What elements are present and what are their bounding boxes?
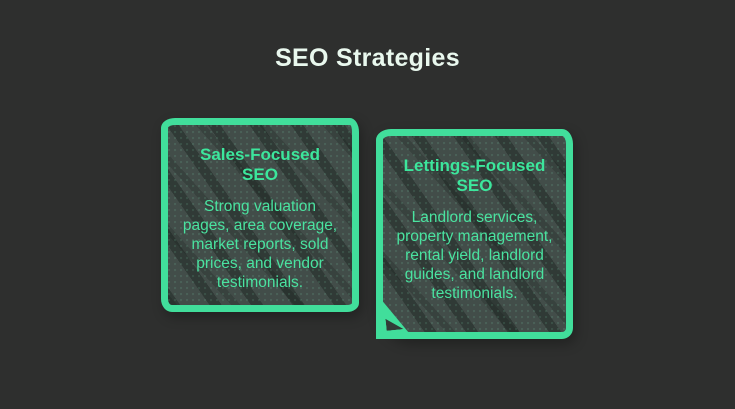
card-heading: Sales-Focused SEO [200,145,320,185]
card-body-text: Landlord services, property management, … [396,209,553,303]
page-title: SEO Strategies [275,44,460,72]
card-content: Sales-Focused SEO Strong valuation pages… [168,125,352,306]
card-body-text: Strong valuation pages, area coverage, m… [182,198,338,292]
page-curl-notch [385,317,403,331]
sales-focused-seo-card: Sales-Focused SEO Strong valuation pages… [161,118,359,312]
card-content: Lettings-Focused SEO Landlord services, … [383,136,566,317]
lettings-focused-seo-card: Lettings-Focused SEO Landlord services, … [376,129,573,339]
card-heading: Lettings-Focused SEO [403,156,546,196]
